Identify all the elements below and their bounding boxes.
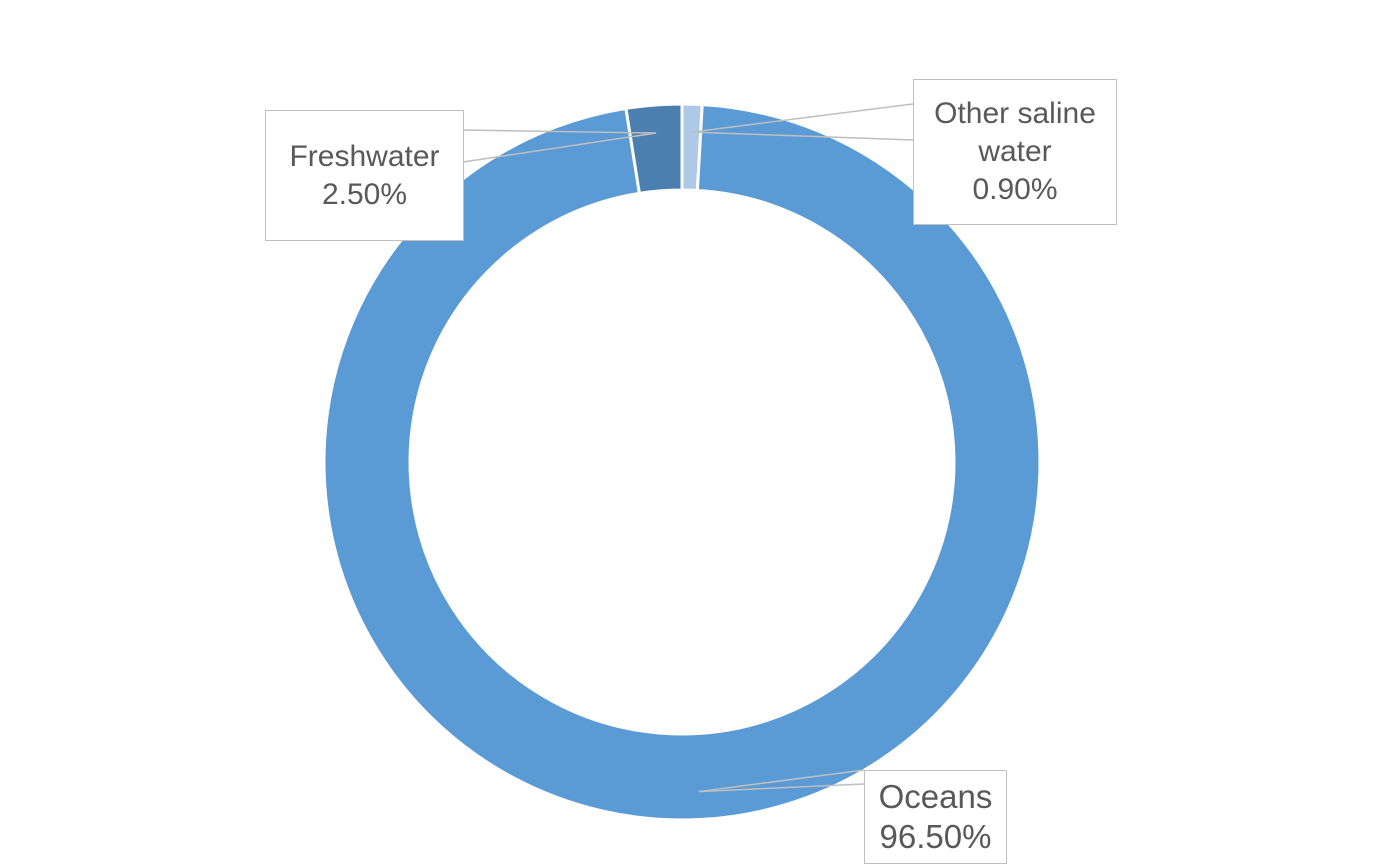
data-label-oceans: Oceans 96.50% <box>864 770 1007 864</box>
data-label-freshwater: Freshwater 2.50% <box>265 110 464 241</box>
data-label-other-saline-name-line1: Other saline <box>934 97 1096 130</box>
leader-lines <box>462 103 914 793</box>
data-label-freshwater-value: 2.50% <box>321 177 408 211</box>
data-label-other-saline-value: 0.90% <box>972 173 1058 206</box>
data-label-oceans-value: 96.50% <box>879 818 992 855</box>
data-label-freshwater-name: Freshwater <box>289 139 440 173</box>
donut-slices <box>322 102 1042 822</box>
data-label-oceans-name: Oceans <box>878 778 993 815</box>
leader-line-other-saline-water <box>691 103 914 141</box>
leader-line-freshwater <box>462 129 657 163</box>
slice-oceans <box>322 102 1042 822</box>
data-label-other-saline-name-line2: water <box>978 135 1052 168</box>
slice-freshwater <box>624 102 684 196</box>
leader-line-oceans <box>698 769 865 793</box>
data-label-other-saline-water: Other saline water 0.90% <box>913 79 1117 225</box>
